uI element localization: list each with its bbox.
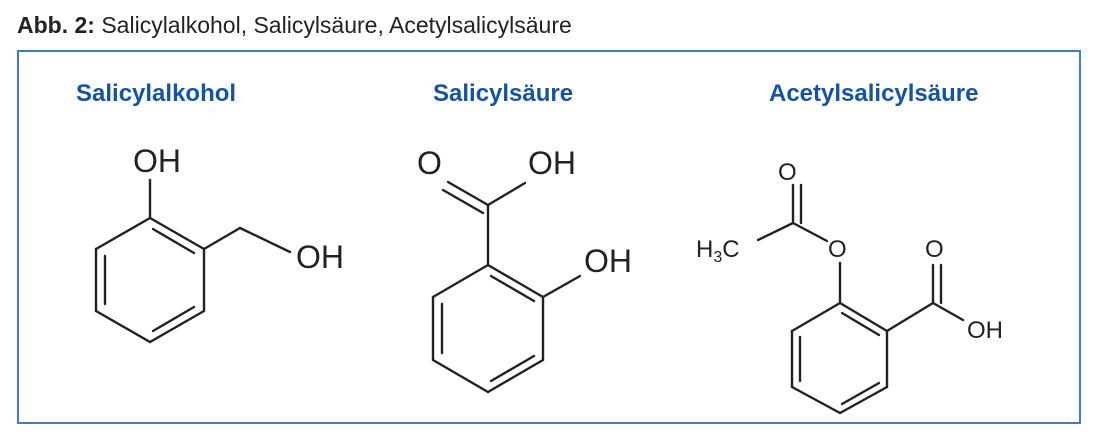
oh-phenol: OH — [584, 243, 632, 279]
label-acetylsalicylsaeure: Acetylsalicylsäure — [769, 80, 979, 107]
oh-alcohol: OH — [296, 239, 344, 275]
o-carboxyl: O — [925, 236, 944, 263]
caption-text: Salicylalkohol, Salicylsäure, Acetylsali… — [94, 12, 572, 38]
label-salicylsaeure: Salicylsäure — [433, 80, 574, 107]
label-salicylalkohol: Salicylalkohol — [76, 80, 237, 107]
figure-caption: Abb. 2: Salicylalkohol, Salicylsäure, Ac… — [17, 12, 572, 39]
methyl-group: H3C — [696, 236, 740, 266]
caption-prefix: Abb. 2: — [17, 12, 95, 38]
structure-salicylsaeure: O OH OH — [417, 145, 632, 394]
oh-carboxyl: OH — [967, 317, 1003, 344]
o-carbonyl: O — [417, 145, 442, 181]
oh-phenol: OH — [133, 143, 181, 179]
o-ester: O — [828, 236, 847, 263]
oh-carboxyl: OH — [528, 145, 576, 181]
structure-salicylalkohol: OH OH — [94, 143, 344, 344]
o-acetyl-carbonyl: O — [778, 159, 797, 186]
structure-acetylsalicylsaeure: O O O OH H3C — [696, 159, 1003, 415]
figure-frame — [17, 50, 1081, 424]
